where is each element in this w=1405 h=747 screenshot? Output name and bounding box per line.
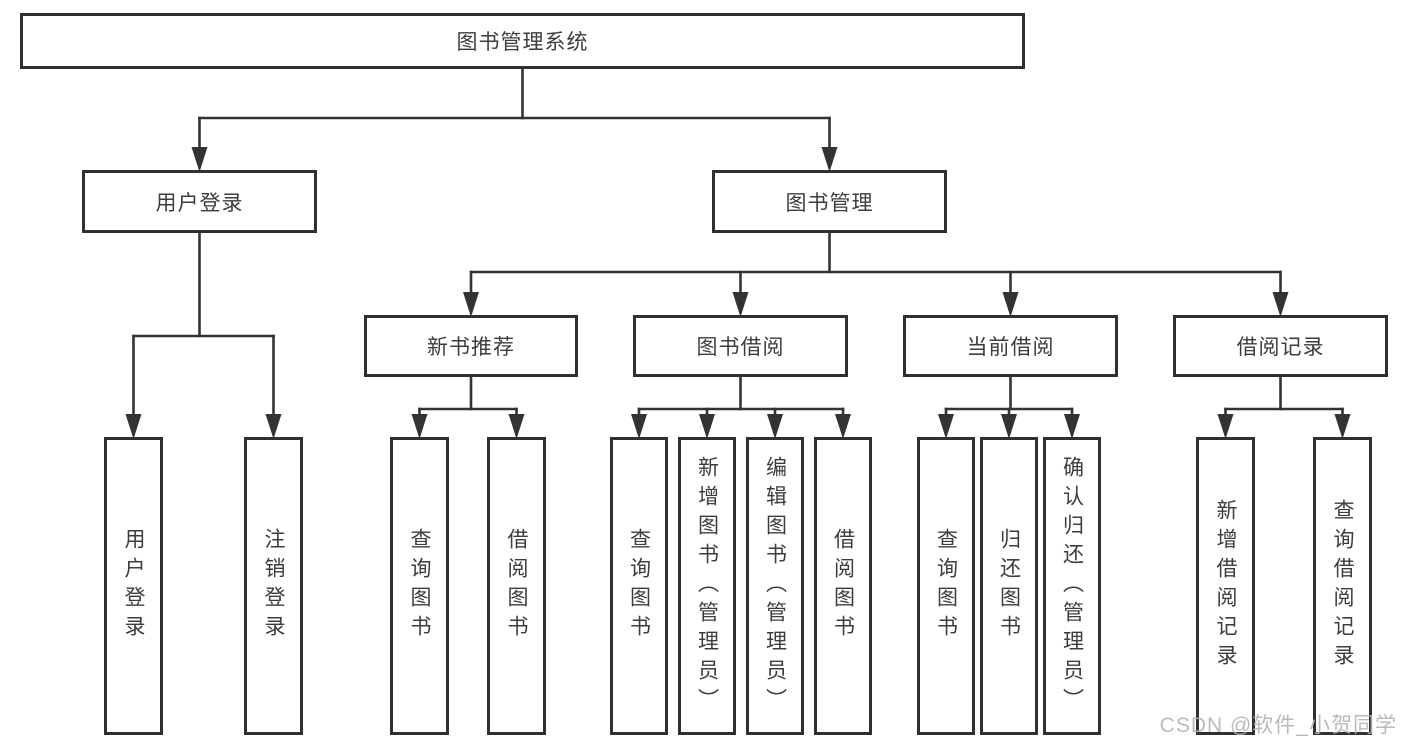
- node-bb-edit: 编辑图书（管理员）: [746, 437, 804, 735]
- node-nbr-query: 查询图书: [390, 437, 449, 735]
- node-user-login: 用户登录: [82, 170, 317, 233]
- node-label-user-login: 用户登录: [155, 191, 244, 215]
- arrowhead-icon: [767, 414, 783, 439]
- node-label-cb-return: 归还图书: [997, 528, 1021, 644]
- arrowhead-icon: [463, 292, 479, 317]
- node-cb-confirm: 确认归还（管理员）: [1043, 437, 1101, 735]
- node-nbr-borrow: 借阅图书: [487, 437, 546, 735]
- node-cb-query: 查询图书: [917, 437, 975, 735]
- arrowhead-icon: [508, 414, 525, 439]
- node-label-root: 图书管理系统: [456, 31, 589, 54]
- node-label-br-query: 查询借阅记录: [1331, 499, 1354, 673]
- node-new-book-rec: 新书推荐: [364, 315, 578, 377]
- node-br-query: 查询借阅记录: [1313, 437, 1372, 735]
- arrowhead-icon: [1001, 414, 1017, 439]
- node-book-borrow: 图书借阅: [633, 315, 848, 377]
- arrowhead-icon: [1064, 414, 1080, 439]
- node-bb-query: 查询图书: [610, 437, 668, 735]
- arrowhead-icon: [1334, 414, 1351, 439]
- node-label-leaf-logout: 注销登录: [262, 528, 285, 644]
- node-book-mgmt: 图书管理: [712, 170, 947, 233]
- node-label-current-borrow: 当前借阅: [966, 336, 1055, 359]
- node-bb-add: 新增图书（管理员）: [678, 437, 736, 735]
- node-bb-borrow: 借阅图书: [814, 437, 872, 735]
- node-cb-return: 归还图书: [980, 437, 1038, 735]
- node-br-add: 新增借阅记录: [1196, 437, 1255, 735]
- arrowhead-icon: [732, 292, 749, 317]
- arrowhead-icon: [631, 414, 647, 439]
- node-label-bb-query: 查询图书: [627, 528, 651, 644]
- node-label-cb-confirm: 确认归还（管理员）: [1060, 455, 1084, 717]
- arrowhead-icon: [191, 147, 208, 172]
- node-label-book-borrow: 图书借阅: [696, 336, 785, 359]
- arrowhead-icon: [835, 414, 851, 439]
- node-root: 图书管理系统: [20, 13, 1025, 69]
- arrowhead-icon: [125, 414, 142, 439]
- node-label-cb-query: 查询图书: [934, 528, 958, 644]
- node-label-br-add: 新增借阅记录: [1214, 499, 1237, 673]
- node-label-bb-borrow: 借阅图书: [831, 528, 855, 644]
- node-label-nbr-borrow: 借阅图书: [505, 528, 528, 644]
- node-label-bb-add: 新增图书（管理员）: [695, 455, 719, 717]
- arrowhead-icon: [938, 414, 954, 439]
- node-label-book-mgmt: 图书管理: [785, 191, 874, 215]
- node-label-borrow-records: 借阅记录: [1236, 336, 1325, 359]
- node-label-leaf-user-login: 用户登录: [122, 528, 145, 644]
- node-label-new-book-rec: 新书推荐: [427, 336, 515, 359]
- arrowhead-icon: [699, 414, 715, 439]
- arrowhead-icon: [265, 414, 282, 439]
- arrowhead-icon: [1002, 292, 1019, 317]
- node-label-bb-edit: 编辑图书（管理员）: [763, 455, 787, 717]
- node-label-nbr-query: 查询图书: [408, 528, 431, 644]
- arrowhead-icon: [1217, 414, 1234, 439]
- node-leaf-logout: 注销登录: [244, 437, 303, 735]
- arrowhead-icon: [1272, 292, 1289, 317]
- node-leaf-user-login: 用户登录: [104, 437, 163, 735]
- arrowhead-icon: [821, 147, 838, 172]
- node-borrow-records: 借阅记录: [1173, 315, 1388, 377]
- arrowhead-icon: [411, 414, 428, 439]
- node-current-borrow: 当前借阅: [903, 315, 1118, 377]
